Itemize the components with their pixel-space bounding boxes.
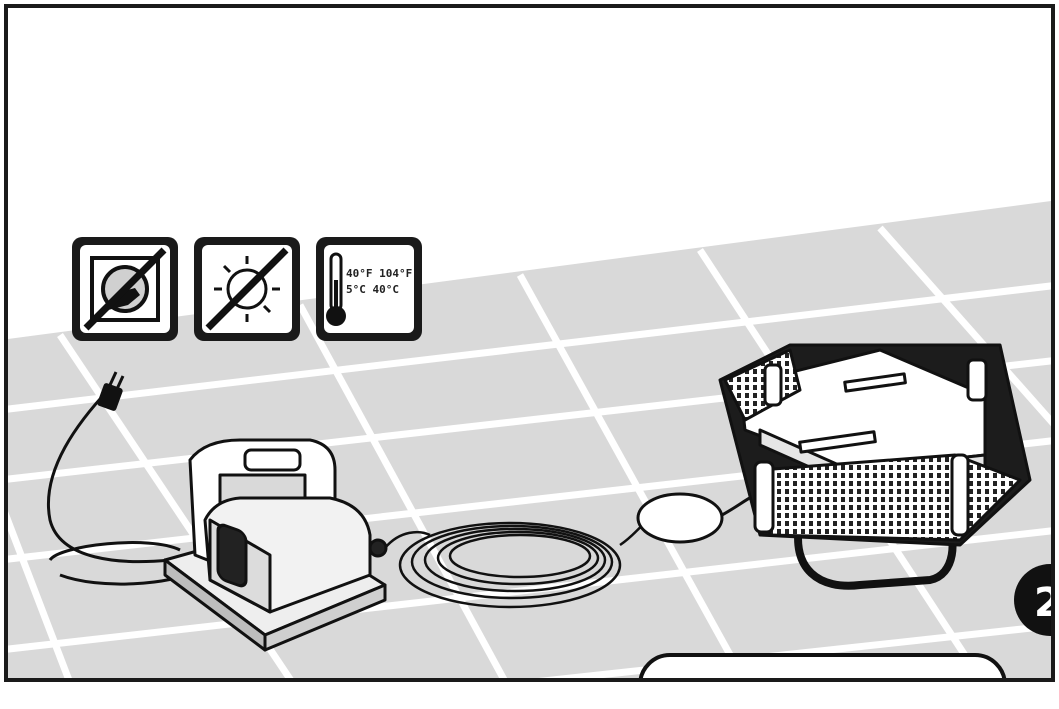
cable-swivel [636,492,756,544]
power-supply-unit [163,438,388,652]
thermometer-icon: 40°F 104°F 5°C 40°C [316,237,422,341]
no-direct-sunlight-icon [194,237,300,341]
step-number-text: 2 [1034,580,1059,626]
floating-cable-coil [384,518,651,609]
power-plug-icon [97,371,125,411]
step-number-badge: 2 [1014,564,1059,636]
temperature-range-fahrenheit: 40°F 104°F [346,267,412,280]
caption-box [638,653,1007,680]
outer-frame [4,4,1055,682]
pool-cleaner-robot [718,343,1032,590]
temperature-range-celsius: 5°C 40°C [346,283,399,296]
no-socket-plug-icon [72,237,178,341]
